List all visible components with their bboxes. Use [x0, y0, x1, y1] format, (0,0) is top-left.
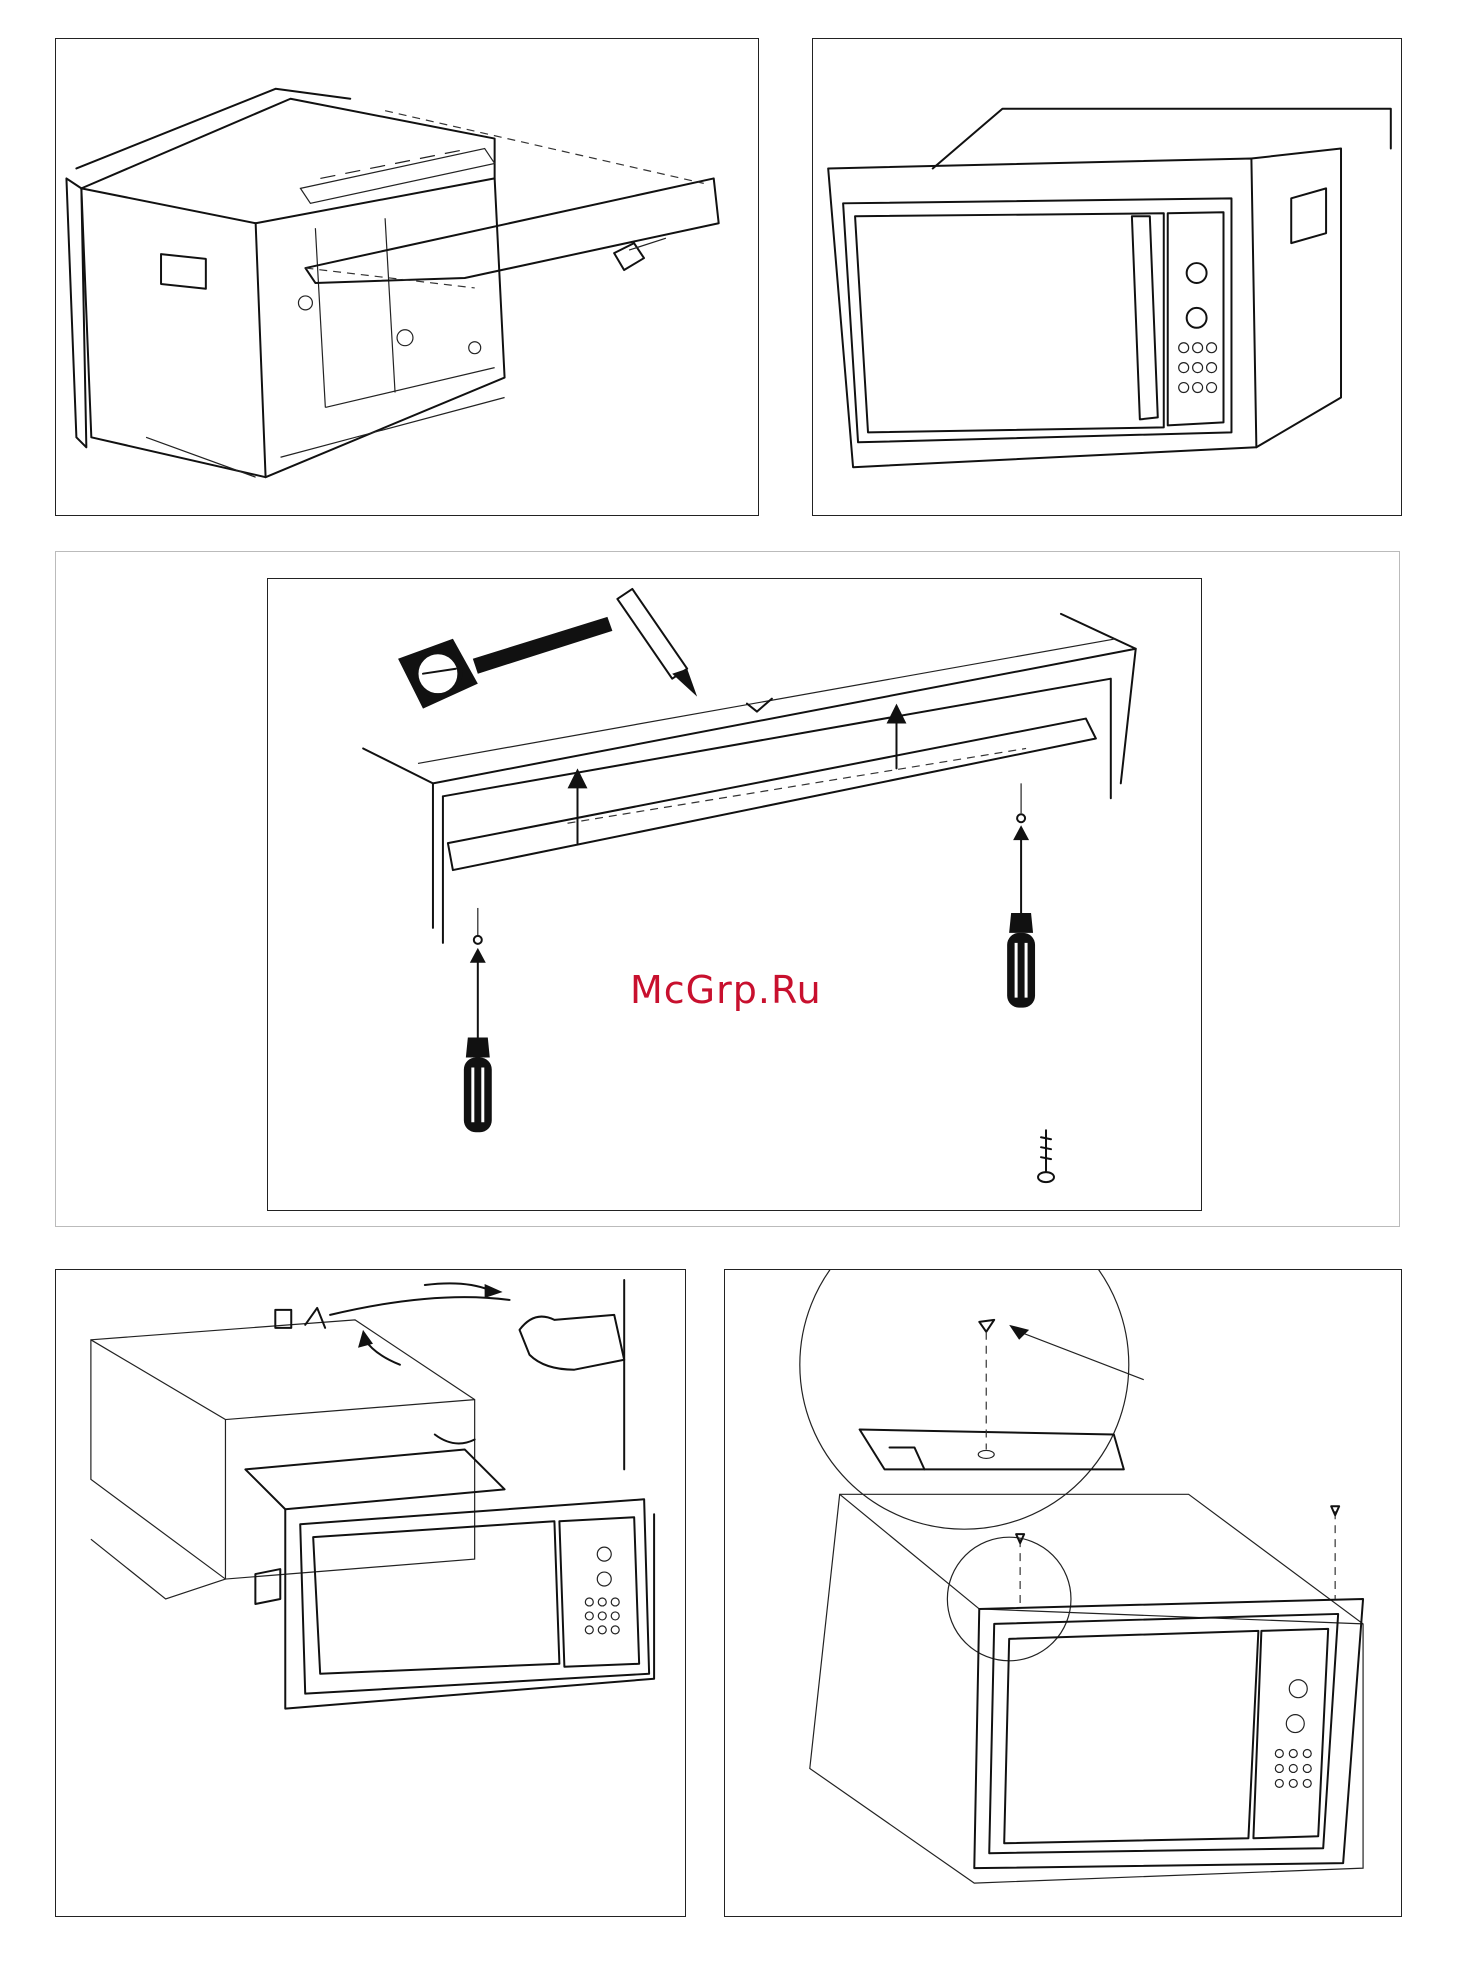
figure-4-panel: [55, 1269, 686, 1917]
frame-screw-fixing-illustration: [725, 1270, 1401, 1916]
screw-icon: [1038, 1130, 1054, 1182]
pencil-icon: [617, 589, 697, 697]
figure-1-panel: [55, 38, 759, 516]
figure-3-panel: [267, 578, 1202, 1211]
built-in-frame-illustration: [813, 39, 1401, 515]
insert-microwave-into-cabinet-illustration: [56, 1270, 685, 1916]
watermark-text: McGrp.Ru: [630, 968, 822, 1012]
screwdriver-icon: [464, 948, 492, 1132]
screwdriver-icon: [1007, 825, 1035, 1007]
figure-5-panel: [724, 1269, 1402, 1917]
cabinet-bracket-mounting-illustration: [268, 579, 1201, 1210]
figure-2-panel: [812, 38, 1402, 516]
tape-measure-icon: [398, 617, 612, 709]
microwave-top-bracket-removal-illustration: [56, 39, 758, 515]
